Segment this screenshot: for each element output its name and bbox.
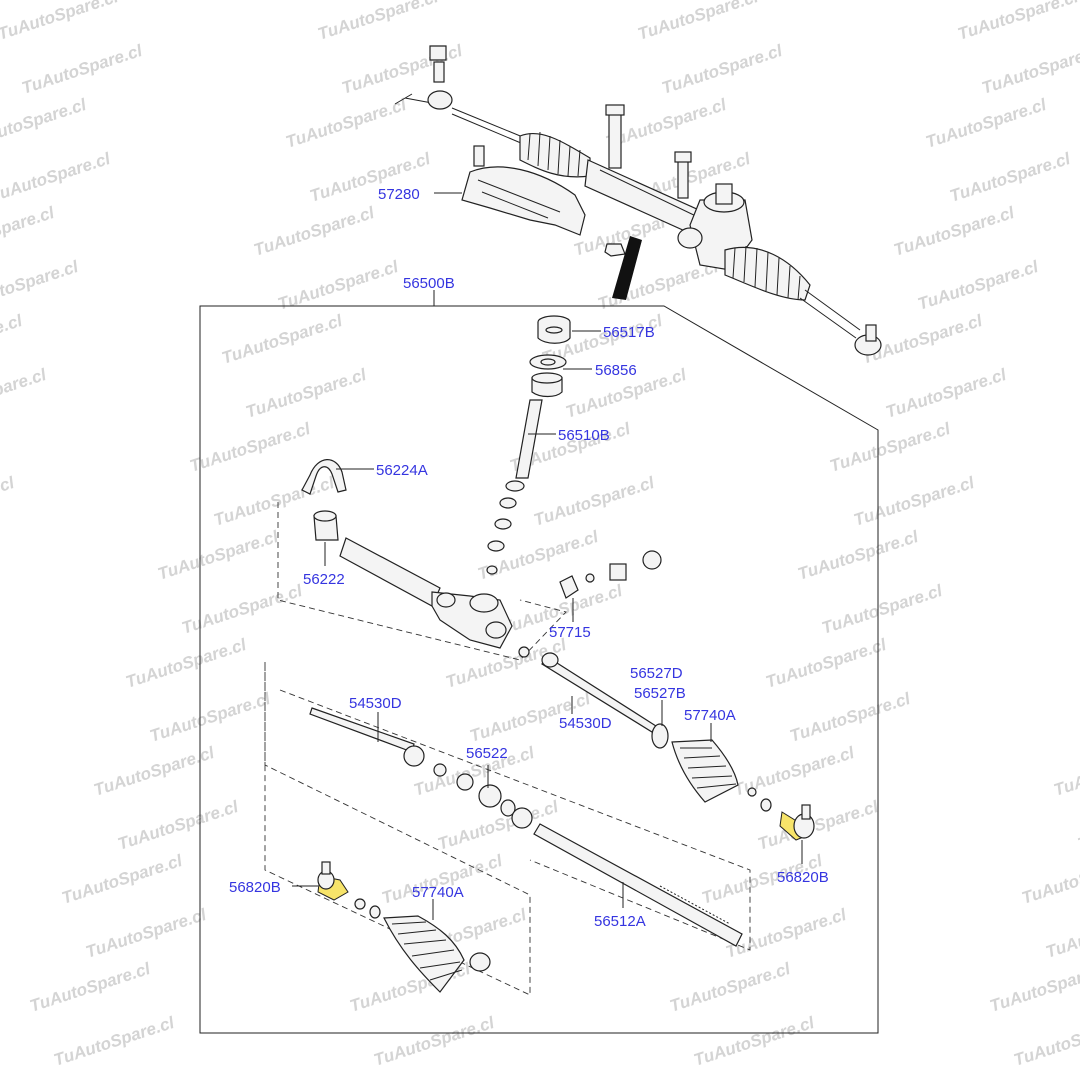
watermark-text: TuAutoSpare.cl (243, 365, 369, 422)
watermark-text: TuAutoSpare.cl (179, 581, 305, 638)
exploded-parts (301, 315, 815, 993)
part-label-56527D[interactable]: 56527D (630, 665, 683, 682)
watermark-text: TuAutoSpare.cl (635, 0, 761, 44)
watermark-text: TuAutoSpare.cl (1051, 743, 1080, 800)
part-label-56224A[interactable]: 56224A (376, 462, 428, 479)
watermark-text: TuAutoSpare.cl (883, 365, 1009, 422)
watermark-text: TuAutoSpare.cl (0, 257, 82, 314)
part-label-57715[interactable]: 57715 (549, 624, 591, 641)
part-label-56820B-right[interactable]: 56820B (777, 869, 829, 886)
watermark-text: TuAutoSpare.cl (667, 959, 793, 1016)
watermark-text: TuAutoSpare.cl (923, 95, 1049, 152)
watermark-text: TuAutoSpare.cl (371, 1013, 497, 1070)
watermark-text: TuAutoSpare.cl (0, 0, 122, 44)
watermark-text: TuAutoSpare.cl (827, 419, 953, 476)
watermark-text: TuAutoSpare.cl (1011, 1013, 1080, 1070)
watermark-text: TuAutoSpare.cl (987, 959, 1080, 1016)
watermark-text: TuAutoSpare.cl (27, 959, 153, 1016)
steering-rack-assembly-illustration (394, 45, 882, 356)
watermark-text: TuAutoSpare.cl (659, 41, 785, 98)
part-label-56820B-left[interactable]: 56820B (229, 879, 281, 896)
part-label-54530D-top[interactable]: 54530D (349, 695, 402, 712)
watermark-text: TuAutoSpare.cl (19, 41, 145, 98)
watermark-text: TuAutoSpare.cl (891, 203, 1017, 260)
part-label-54530D-mid[interactable]: 54530D (559, 715, 612, 732)
watermark-text: TuAutoSpare.cl (83, 905, 209, 962)
watermark-text: TuAutoSpare.cl (315, 0, 441, 44)
watermark-text: TuAutoSpare.cl (147, 689, 273, 746)
dashed-subgroups (264, 502, 751, 996)
watermark-text: TuAutoSpare.cl (1043, 905, 1080, 962)
watermark-text: TuAutoSpare.cl (1075, 797, 1080, 854)
watermark-text: TuAutoSpare.cl (155, 527, 281, 584)
watermark-text: TuAutoSpare.cl (0, 311, 26, 368)
part-label-56527B[interactable]: 56527B (634, 685, 686, 702)
watermark-text: TuAutoSpare.cl (851, 473, 977, 530)
assembly-frame (199, 290, 879, 1034)
watermark-text: TuAutoSpare.cl (955, 0, 1080, 44)
watermark-text: TuAutoSpare.cl (251, 203, 377, 260)
watermark-text: TuAutoSpare.cl (979, 41, 1080, 98)
watermark-text: TuAutoSpare.cl (763, 635, 889, 692)
part-labels: 57280 56500B 56517B 56856 56510B 56224A … (229, 186, 829, 930)
watermark-text: TuAutoSpare.cl (0, 149, 114, 206)
watermark-text: TuAutoSpare.cl (0, 365, 50, 422)
watermark-text: TuAutoSpare.cl (0, 95, 90, 152)
watermark-text: TuAutoSpare.cl (91, 743, 217, 800)
watermark-text: TuAutoSpare.cl (123, 635, 249, 692)
watermark-text: TuAutoSpare.cl (339, 41, 465, 98)
watermark-text: TuAutoSpare.cl (51, 1013, 177, 1070)
part-label-56512A[interactable]: 56512A (594, 913, 646, 930)
watermark-text: TuAutoSpare.cl (187, 419, 313, 476)
part-label-56500B[interactable]: 56500B (403, 275, 455, 292)
part-label-56856[interactable]: 56856 (595, 362, 637, 379)
part-label-56522[interactable]: 56522 (466, 745, 508, 762)
watermark-text: TuAutoSpare.cl (531, 473, 657, 530)
watermark-text: TuAutoSpare.cl (723, 905, 849, 962)
part-label-56222[interactable]: 56222 (303, 571, 345, 588)
watermark-text: TuAutoSpare.cl (1019, 851, 1080, 908)
watermark-text: TuAutoSpare.cl (59, 851, 185, 908)
watermark-text: TuAutoSpare.cl (691, 1013, 817, 1070)
watermark-text: TuAutoSpare.cl (0, 203, 58, 260)
part-label-57740A-right[interactable]: 57740A (684, 707, 736, 724)
watermark-text: TuAutoSpare.cl (795, 527, 921, 584)
watermark-text: TuAutoSpare.cl (755, 797, 881, 854)
part-label-57740A-left[interactable]: 57740A (412, 884, 464, 901)
watermark-text: TuAutoSpare.cl (0, 473, 18, 530)
watermark-text: TuAutoSpare.cl (787, 689, 913, 746)
part-label-56517B[interactable]: 56517B (603, 324, 655, 341)
watermark-text: TuAutoSpare.cl (275, 257, 401, 314)
watermark-text: TuAutoSpare.cl (915, 257, 1041, 314)
watermark-text: TuAutoSpare.cl (283, 95, 409, 152)
leader-lines (292, 192, 803, 920)
watermark-text: TuAutoSpare.cl (603, 95, 729, 152)
watermark-text: TuAutoSpare.cl (475, 527, 601, 584)
watermark-text: TuAutoSpare.cl (115, 797, 241, 854)
part-label-57280[interactable]: 57280 (378, 186, 420, 203)
watermark-text: TuAutoSpare.cl (219, 311, 345, 368)
watermark-text: TuAutoSpare.cl (819, 581, 945, 638)
part-label-56510B[interactable]: 56510B (558, 427, 610, 444)
watermark-text: TuAutoSpare.cl (947, 149, 1073, 206)
